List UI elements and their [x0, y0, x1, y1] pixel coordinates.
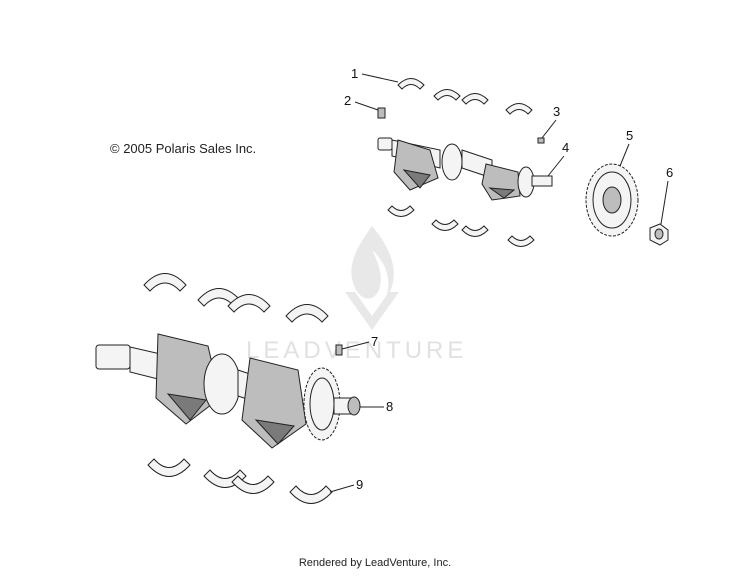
- key-part-3: [537, 137, 545, 144]
- upper-crankshaft: [377, 137, 553, 201]
- leadventure-watermark: LEADVENTURE: [246, 226, 467, 364]
- svg-text:5: 5: [626, 128, 633, 143]
- callout-4: 4: [547, 140, 569, 177]
- callout-3: 3: [541, 104, 560, 139]
- flame-logo-icon: [345, 226, 399, 330]
- callout-6: 6: [660, 165, 673, 225]
- svg-text:7: 7: [371, 334, 378, 349]
- upper-bearing-shells-top: [397, 78, 533, 115]
- svg-text:1: 1: [351, 66, 358, 81]
- svg-text:8: 8: [386, 399, 393, 414]
- copyright-text: © 2005 Polaris Sales Inc.: [110, 141, 257, 156]
- timing-gear-part-5: [585, 163, 639, 237]
- callout-1: 1: [351, 66, 399, 83]
- watermark-text: LEADVENTURE: [246, 337, 467, 364]
- svg-text:3: 3: [553, 104, 560, 119]
- upper-bearing-shells-bottom: [387, 205, 535, 247]
- callout-2: 2: [344, 93, 379, 111]
- lower-crankshaft: [95, 333, 361, 449]
- svg-text:2: 2: [344, 93, 351, 108]
- dowel-pin-part-2: [377, 107, 386, 119]
- callout-8: 8: [360, 399, 393, 414]
- dowel-pin-part-7: [335, 344, 343, 356]
- svg-text:9: 9: [356, 477, 363, 492]
- callout-5: 5: [619, 128, 633, 167]
- rendered-by-footer: Rendered by LeadVenture, Inc.: [298, 557, 452, 569]
- callout-7: 7: [341, 334, 378, 350]
- lower-bearing-shells-top: [143, 273, 329, 323]
- lower-bearing-shells-bottom: [147, 458, 333, 504]
- nut-part-6: [649, 223, 669, 246]
- svg-text:4: 4: [562, 140, 569, 155]
- callout-9: 9: [329, 477, 363, 493]
- svg-text:6: 6: [666, 165, 673, 180]
